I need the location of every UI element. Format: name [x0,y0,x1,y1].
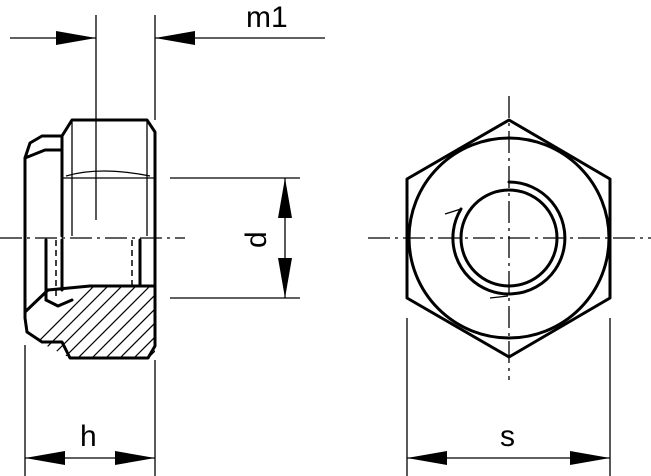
thread-arc [451,180,567,296]
h-arrow-right [115,451,155,465]
s-arrow-left [407,451,447,465]
dimension-h: h [24,345,156,476]
dimension-m1: m1 [10,1,325,120]
dimension-s: s [406,318,611,476]
dimension-label-h: h [80,420,97,453]
front-view [368,96,651,380]
m1-arrow-left [56,31,96,45]
dimension-label-s: s [500,420,515,453]
m1-arrow-right [155,31,195,45]
d-arrow-bottom [278,258,292,298]
d-arrow-top [278,178,292,218]
dimension-label-m1: m1 [246,1,288,34]
side-view [0,15,185,360]
s-arrow-right [570,451,610,465]
dimension-label-d: d [240,231,273,248]
h-arrow-left [25,451,65,465]
dimension-d: d [170,177,300,299]
side-view-outline [23,118,157,360]
